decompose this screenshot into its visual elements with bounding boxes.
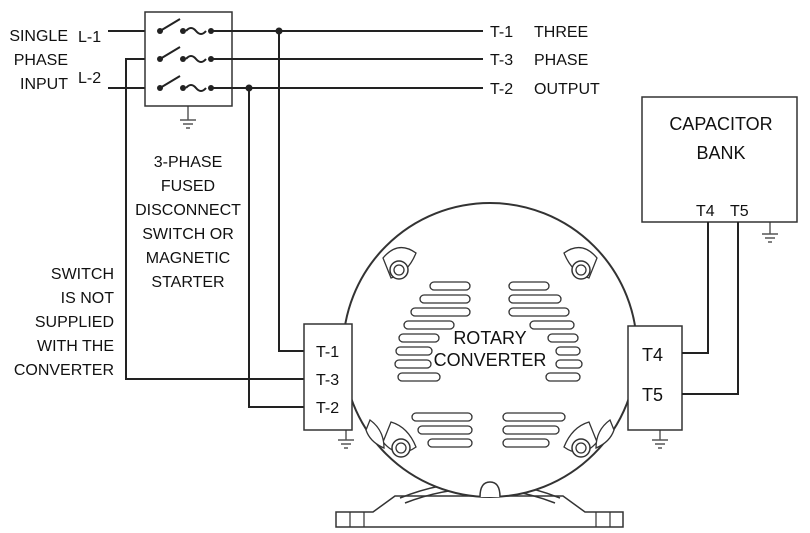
bolt-icon	[382, 246, 417, 280]
terminal-l1-label: L-1	[78, 29, 101, 46]
disconnect-switch	[144, 11, 233, 129]
converter-terminal-box-left: T-1 T-3 T-2	[303, 323, 354, 449]
note-line3: SUPPLIED	[35, 314, 114, 331]
disconnect-line5: MAGNETIC	[146, 250, 230, 267]
wire-to-converter-t1	[278, 31, 312, 352]
vent-slots-top	[394, 281, 583, 382]
ground-icon	[180, 119, 196, 129]
input-label-line2: PHASE	[14, 52, 68, 69]
disconnect-line2: FUSED	[161, 178, 215, 195]
terminal-l2-label: L-2	[78, 70, 101, 87]
input-label-line1: SINGLE	[9, 28, 68, 45]
wire-to-converter-t2	[248, 88, 312, 408]
vent-slots-bottom	[411, 412, 566, 448]
disconnect-line6: STARTER	[151, 274, 224, 291]
capacitor-bank: CAPACITOR BANK T4 T5	[641, 96, 798, 243]
disconnect-description: 3-PHASE FUSED DISCONNECT SWITCH OR MAGNE…	[135, 154, 241, 291]
note-line2: IS NOT	[61, 290, 115, 307]
converter-label-line2: CONVERTER	[434, 350, 547, 370]
note-line4: WITH THE	[37, 338, 114, 355]
bolt-icon	[563, 246, 598, 280]
capacitor-t5-label: T5	[730, 203, 749, 220]
converter-t4-label: T4	[642, 345, 663, 365]
converter-label-line1: ROTARY	[453, 328, 526, 348]
bolt-icon	[563, 421, 598, 458]
converter-t1-label: T-1	[316, 344, 339, 361]
ground-icon	[762, 233, 778, 243]
wire-capacitor-t4	[682, 222, 709, 354]
rotary-converter: ROTARY CONVERTER	[335, 202, 638, 528]
output-t2-label: T-2	[490, 81, 513, 98]
motor-base	[335, 495, 624, 528]
output-t3-label: T-3	[490, 52, 513, 69]
bolt-icon	[382, 421, 417, 458]
note-line5: CONVERTER	[14, 362, 114, 379]
input-wire-to-t3	[125, 58, 312, 380]
single-phase-input-label: SINGLE PHASE INPUT	[9, 28, 68, 93]
disconnect-line3: DISCONNECT	[135, 202, 241, 219]
input-label-line3: INPUT	[20, 76, 68, 93]
converter-t2-label: T-2	[316, 400, 339, 417]
capacitor-label-line2: BANK	[696, 143, 745, 163]
switch-note: SWITCH IS NOT SUPPLIED WITH THE CONVERTE…	[14, 266, 114, 379]
note-line1: SWITCH	[51, 266, 114, 283]
converter-t3-label: T-3	[316, 372, 339, 389]
output-t1-label: T-1	[490, 24, 513, 41]
ground-icon	[338, 439, 354, 449]
disconnect-line1: 3-PHASE	[154, 154, 222, 171]
converter-t5-label: T5	[642, 385, 663, 405]
disconnect-line4: SWITCH OR	[142, 226, 234, 243]
converter-terminal-box-right: T4 T5	[627, 325, 683, 449]
capacitor-label-line1: CAPACITOR	[669, 114, 772, 134]
three-phase-output-line2: PHASE	[534, 52, 588, 69]
ground-icon	[652, 439, 668, 449]
wire-capacitor-t5	[682, 222, 739, 395]
capacitor-t4-label: T4	[696, 203, 715, 220]
three-phase-output-line1: THREE	[534, 24, 588, 41]
three-phase-output-line3: OUTPUT	[534, 81, 600, 98]
